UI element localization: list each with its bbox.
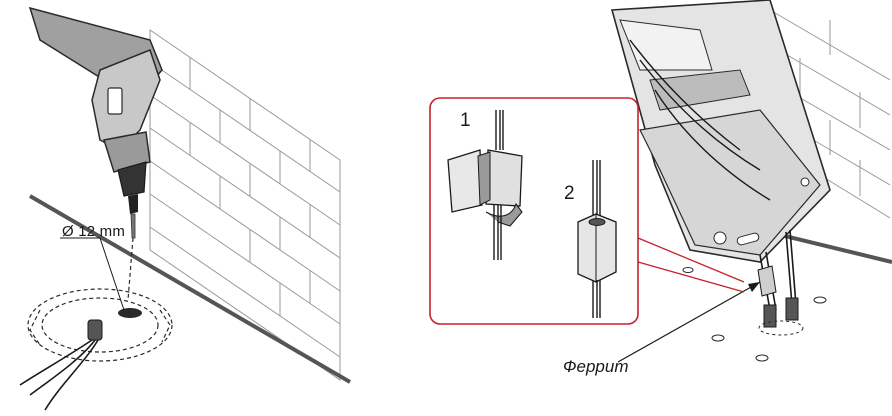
ferrite-label: Феррит [563, 357, 629, 376]
hole-diameter-label: Ø 12 mm [62, 223, 126, 240]
ferrite-callout [429, 97, 745, 325]
step-1-label: 1 [460, 110, 471, 131]
device-cables [757, 229, 804, 336]
brick-wall-right [769, 9, 891, 219]
cable-in-base [19, 319, 103, 411]
charging-device [610, 0, 831, 263]
ferrite-pointer [617, 281, 761, 363]
mounting-base [27, 288, 173, 362]
ferrite-closed-icon [577, 160, 617, 318]
floor-edge-left [28, 194, 352, 384]
drill-icon [28, 6, 163, 239]
left-panel [19, 6, 352, 411]
brick-wall-left [149, 29, 341, 381]
floor-holes [682, 267, 827, 362]
right-panel [429, 0, 892, 363]
ferrite-open-icon [447, 110, 523, 260]
step-2-label: 2 [564, 183, 575, 204]
hole-pointer [60, 237, 125, 311]
drill-guide-line [127, 237, 134, 301]
drilled-hole [118, 308, 142, 318]
